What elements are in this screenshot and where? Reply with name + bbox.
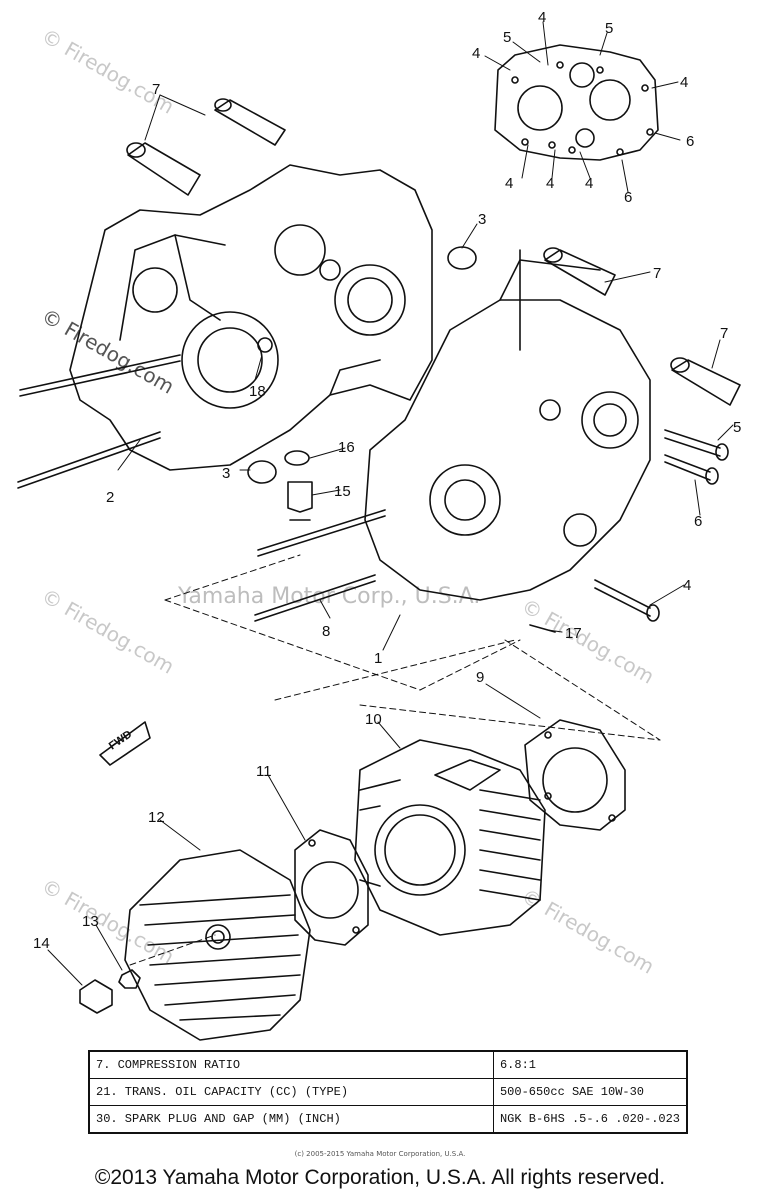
callout-6: 6 — [686, 133, 694, 150]
knock-pins — [126, 98, 741, 406]
callout-4: 4 — [472, 45, 480, 62]
drain-plug — [287, 481, 313, 521]
callout-15: 15 — [334, 483, 351, 500]
left-crankcase-half — [69, 164, 433, 471]
spec-value: NGK B-6HS .5-.6 .020-.023 — [492, 1105, 688, 1134]
callout-8: 8 — [322, 623, 330, 640]
callout-16: 16 — [338, 439, 355, 456]
cap-nut-14 — [79, 979, 113, 1014]
callout-5: 5 — [605, 20, 613, 37]
watermark-text-dark: © Firedog.com — [38, 304, 179, 399]
watermark-text: © Firedog.com — [38, 874, 179, 969]
callout-4: 4 — [546, 175, 554, 192]
callout-11: 11 — [256, 763, 272, 780]
callout-13: 13 — [82, 913, 99, 930]
cylinder-base-gasket — [524, 719, 626, 831]
callout-4: 4 — [585, 175, 593, 192]
callout-4: 4 — [505, 175, 513, 192]
small-credit: (c) 2005-2015 Yamaha Motor Corporation, … — [294, 1150, 466, 1158]
crankcase-screws — [594, 429, 729, 622]
studs-cylinder — [254, 509, 386, 622]
spec-row: 21. TRANS. OIL CAPACITY (CC) (TYPE) 500-… — [88, 1078, 688, 1106]
callout-18: 18 — [249, 383, 266, 400]
callout-labels: 7 3 7 7 5 6 4 17 16 15 3 2 18 8 1 9 10 1… — [33, 9, 741, 952]
bushing-3-lower — [247, 460, 277, 484]
spec-value: 500-650cc SAE 10W-30 — [492, 1078, 688, 1106]
callout-4: 4 — [683, 577, 691, 594]
callout-9: 9 — [476, 669, 484, 686]
callout-2: 2 — [106, 489, 114, 506]
callout-5: 5 — [733, 419, 741, 436]
head-gasket — [294, 829, 369, 946]
nut-13 — [118, 969, 141, 989]
assembly-lines — [129, 554, 661, 966]
copyright-notice: ©2013 Yamaha Motor Corporation, U.S.A. A… — [94, 1166, 666, 1189]
callout-14: 14 — [33, 935, 50, 952]
spec-row: 7. COMPRESSION RATIO 6.8:1 — [88, 1050, 688, 1079]
callout-7: 7 — [653, 265, 661, 282]
cylinder-head — [124, 849, 311, 1041]
studs-left — [17, 354, 181, 489]
spec-row: 30. SPARK PLUG AND GAP (MM) (INCH) NGK B… — [88, 1105, 688, 1134]
spec-label: 30. SPARK PLUG AND GAP (MM) (INCH) — [88, 1105, 494, 1134]
spec-label: 21. TRANS. OIL CAPACITY (CC) (TYPE) — [88, 1078, 494, 1106]
callout-6: 6 — [624, 189, 632, 206]
watermark-text: © Firedog.com — [518, 594, 659, 689]
fwd-label: FWD — [107, 728, 134, 752]
watermark-text: © Firedog.com — [518, 884, 659, 979]
callout-3: 3 — [478, 211, 486, 228]
callout-1: 1 — [374, 650, 382, 667]
callout-7: 7 — [152, 81, 160, 98]
callout-5: 5 — [503, 29, 511, 46]
callout-12: 12 — [148, 809, 165, 826]
fwd-arrow-icon — [99, 721, 151, 766]
callout-3: 3 — [222, 465, 230, 482]
spec-value: 6.8:1 — [492, 1050, 688, 1079]
leader-lines — [47, 21, 734, 986]
watermark-text: © Firedog.com — [38, 584, 179, 679]
callout-7: 7 — [720, 325, 728, 342]
right-crankcase-half — [364, 249, 651, 601]
callout-4: 4 — [538, 9, 546, 26]
spec-label: 7. COMPRESSION RATIO — [88, 1050, 494, 1079]
callout-17: 17 — [565, 625, 582, 642]
watermark-layer: © Firedog.com © Firedog.com © Firedog.co… — [38, 24, 659, 979]
callout-4: 4 — [680, 74, 688, 91]
cylinder — [354, 739, 546, 936]
drain-gasket — [284, 450, 310, 466]
specification-table: 7. COMPRESSION RATIO 6.8:1 21. TRANS. OI… — [88, 1050, 688, 1134]
crankcase-detail-view — [494, 44, 659, 161]
callout-10: 10 — [365, 711, 382, 728]
bushing-3-upper — [447, 246, 477, 270]
callout-6: 6 — [694, 513, 702, 530]
